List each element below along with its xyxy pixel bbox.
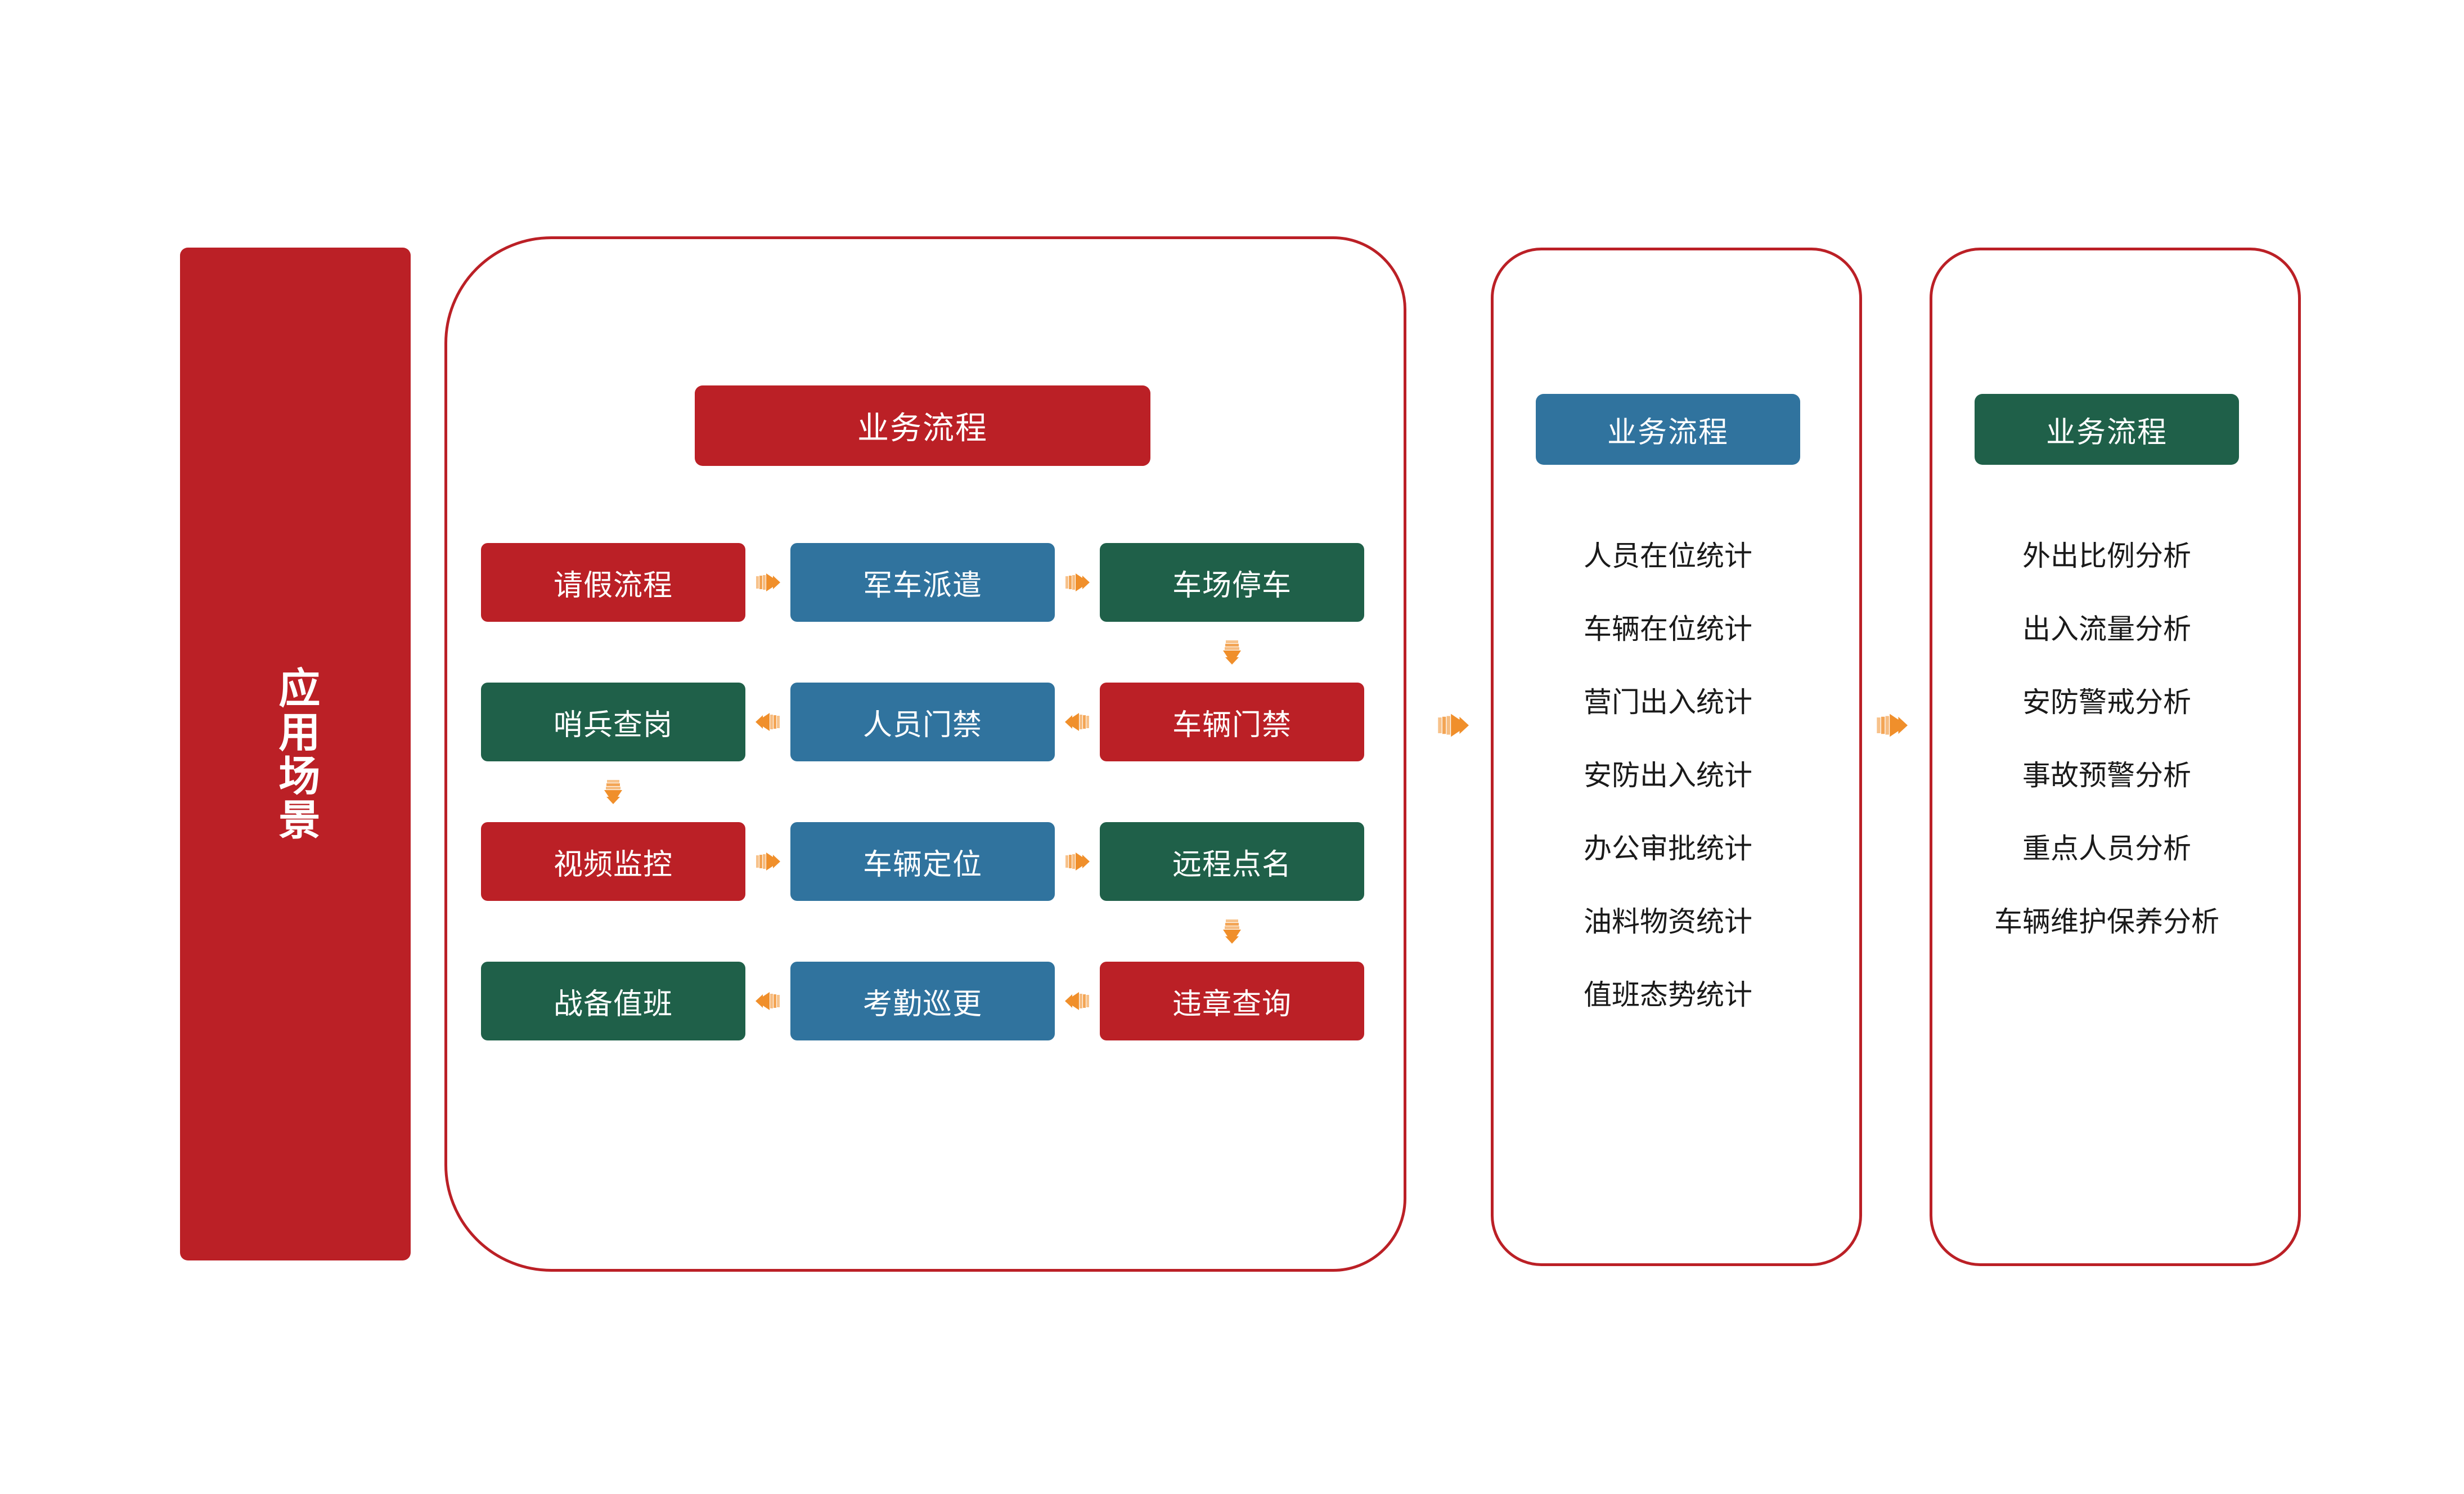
list-item[interactable]: 事故预警分析 [2022, 759, 2191, 792]
flow-arrow-horizontal [1064, 849, 1090, 874]
panel-analysis-header: 业务流程 [1975, 394, 2239, 465]
flow-box[interactable]: 车辆门禁 [1100, 683, 1364, 761]
flow-arrow-horizontal [755, 570, 781, 595]
list-item[interactable]: 重点人员分析 [2022, 832, 2191, 865]
flow-arrow-horizontal [1064, 570, 1090, 595]
flow-box[interactable]: 请假流程 [481, 543, 745, 622]
flow-arrow-horizontal [755, 989, 781, 1013]
list-item[interactable]: 值班态势统计 [1584, 979, 1752, 1011]
list-item[interactable]: 外出比例分析 [2022, 540, 2191, 572]
list-item[interactable]: 营门出入统计 [1584, 686, 1752, 719]
panel-connector-arrow [1436, 710, 1470, 741]
flow-box[interactable]: 车辆定位 [790, 822, 1055, 901]
flow-arrow-horizontal [1064, 989, 1090, 1013]
flow-box[interactable]: 哨兵查岗 [481, 683, 745, 761]
list-item[interactable]: 出入流量分析 [2022, 613, 2191, 645]
list-item[interactable]: 人员在位统计 [1584, 540, 1752, 572]
flow-box[interactable]: 远程点名 [1100, 822, 1364, 901]
list-item[interactable]: 办公审批统计 [1584, 832, 1752, 865]
flow-arrow-vertical [1219, 640, 1245, 665]
panel-connector-arrow [1875, 710, 1909, 741]
flow-box[interactable]: 考勤巡更 [790, 962, 1055, 1040]
list-item[interactable]: 安防警戒分析 [2022, 686, 2191, 719]
flow-arrow-horizontal [755, 710, 781, 734]
list-item[interactable]: 安防出入统计 [1584, 759, 1752, 792]
flow-box[interactable]: 车场停车 [1100, 543, 1364, 622]
flow-box[interactable]: 违章查询 [1100, 962, 1364, 1040]
application-scenario-label: 应用场景 [271, 666, 320, 842]
application-scenario-banner: 应用场景 [180, 248, 411, 1260]
list-item[interactable]: 车辆维护保养分析 [1994, 905, 2219, 938]
flow-arrow-vertical [1219, 919, 1245, 944]
panel-main-header: 业务流程 [695, 385, 1150, 466]
list-item[interactable]: 油料物资统计 [1584, 905, 1752, 938]
flow-arrow-horizontal [1064, 710, 1090, 734]
list-item[interactable]: 车辆在位统计 [1584, 613, 1752, 645]
flow-box[interactable]: 军车派遣 [790, 543, 1055, 622]
flow-arrow-horizontal [755, 849, 781, 874]
panel-stats-header: 业务流程 [1536, 394, 1800, 465]
flow-box[interactable]: 视频监控 [481, 822, 745, 901]
flow-arrow-vertical [600, 779, 626, 804]
flow-box[interactable]: 战备值班 [481, 962, 745, 1040]
flow-box[interactable]: 人员门禁 [790, 683, 1055, 761]
